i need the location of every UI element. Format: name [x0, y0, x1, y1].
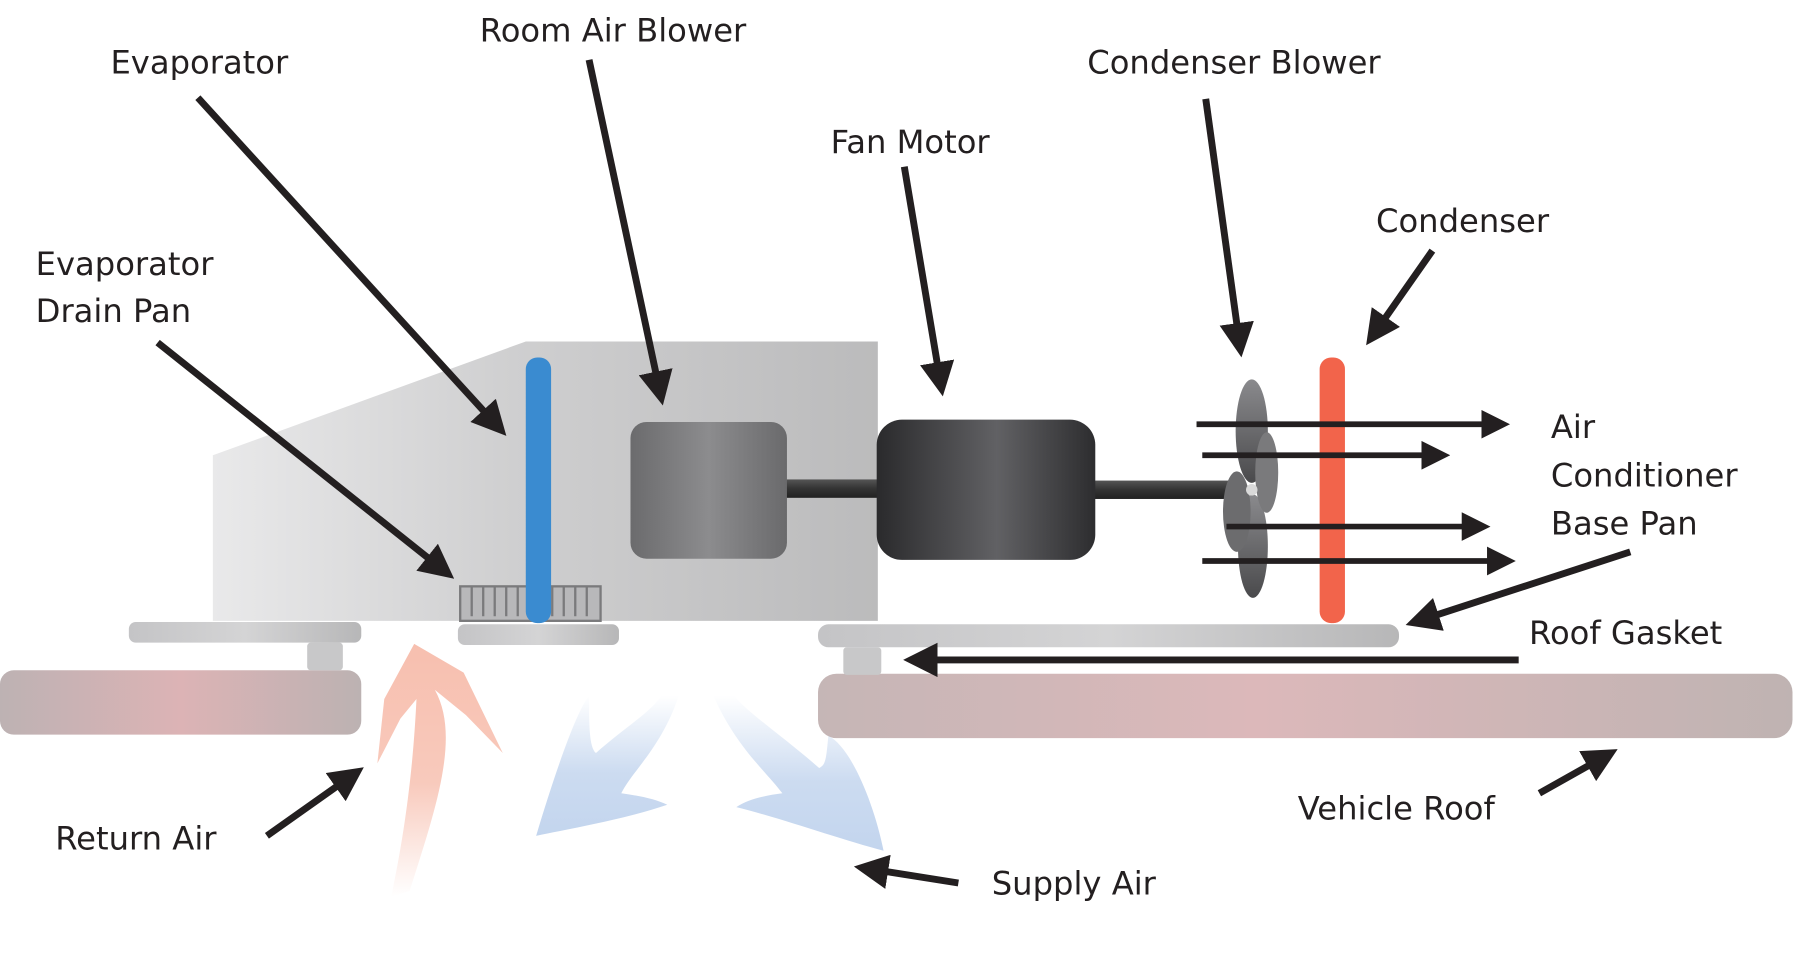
roof-gasket-left: [307, 642, 343, 671]
label-evaporator: Evaporator: [110, 44, 289, 82]
base-pan-right: [818, 624, 1400, 648]
label-roof-gasket: Roof Gasket: [1529, 614, 1722, 652]
label-vehicle-roof: Vehicle Roof: [1298, 790, 1496, 828]
evaporator-leader-arrow: [195, 95, 507, 436]
motor-shaft-left: [785, 479, 881, 498]
label-base-pan-line2: Conditioner: [1551, 456, 1738, 494]
label-room-air-blower: Room Air Blower: [480, 11, 747, 49]
label-drain-pan-line2: Drain Pan: [36, 292, 191, 330]
fan-motor: [876, 419, 1096, 560]
supply-air-arrow-right: [713, 695, 884, 851]
label-supply-air: Supply Air: [992, 864, 1157, 902]
condenser-airflow-arrows: [1196, 409, 1516, 576]
vehicle-roof-left: [0, 670, 362, 735]
label-condenser: Condenser: [1376, 202, 1550, 240]
label-return-air: Return Air: [55, 820, 217, 858]
vehicle-roof-right: [818, 673, 1793, 739]
condenser-coil: [1319, 357, 1345, 624]
label-fan-motor: Fan Motor: [831, 123, 991, 161]
evaporator-coil: [525, 357, 552, 624]
label-drain-pan-line1: Evaporator: [36, 245, 215, 283]
roof-gasket-right: [843, 647, 882, 675]
return-air-leader-arrow: [264, 767, 364, 839]
base-pan-left: [128, 621, 362, 643]
room-air-blower-leader-arrow: [585, 59, 673, 406]
vehicle-roof-leader-arrow: [1537, 749, 1618, 797]
base-pan-leader-arrow: [1405, 548, 1632, 631]
room-air-blower: [630, 421, 787, 559]
condenser-blower: [1222, 379, 1279, 598]
label-base-pan-line1: Air: [1551, 408, 1596, 446]
condenser-blower-leader-arrow: [1202, 98, 1254, 358]
motor-shaft-right: [1092, 480, 1241, 499]
return-air-arrow: [377, 643, 503, 897]
supply-air-leader-arrow: [853, 854, 959, 889]
condenser-leader-arrow: [1366, 248, 1436, 346]
supply-air-arrow-left: [536, 695, 679, 836]
fan-motor-leader-arrow: [900, 166, 955, 397]
base-pan-center: [457, 624, 619, 645]
drain-pan-leader-arrow: [155, 339, 455, 579]
label-base-pan-line3: Base Pan: [1551, 505, 1698, 543]
label-condenser-blower: Condenser Blower: [1087, 44, 1381, 82]
